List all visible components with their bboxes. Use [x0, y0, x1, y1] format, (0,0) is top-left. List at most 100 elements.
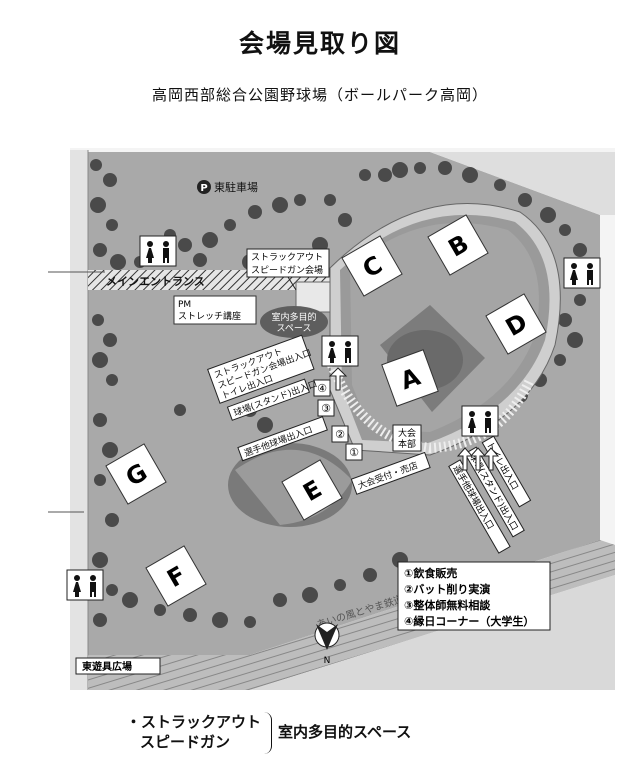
footer-right: 室内多目的スペース	[278, 723, 412, 741]
tree	[106, 219, 118, 231]
tree	[90, 159, 102, 171]
tree	[338, 213, 352, 227]
page-subtitle: 高岡西部総合公園野球場（ボールパーク高岡）	[151, 86, 488, 104]
zone-card-c: C	[341, 235, 403, 297]
tree	[93, 613, 107, 627]
east-plaza-label: 東遊具広場	[82, 660, 132, 673]
stretch-course-box	[173, 295, 257, 325]
tree	[183, 608, 197, 622]
footer-line1: ・ストラックアウト	[126, 713, 262, 731]
parking-icon	[197, 180, 211, 194]
tree	[573, 243, 587, 257]
tree	[106, 584, 118, 596]
tree	[272, 197, 288, 213]
tree	[558, 313, 572, 327]
tree	[559, 224, 571, 236]
tree	[193, 253, 207, 267]
tree	[103, 333, 117, 347]
tree	[106, 374, 118, 386]
tree	[554, 354, 566, 366]
zone-card-f: F	[145, 545, 207, 607]
restroom-icon	[66, 569, 104, 601]
tree	[363, 568, 377, 582]
hq-box	[392, 424, 422, 452]
restroom-icon	[321, 335, 359, 367]
tree	[494, 179, 506, 191]
zone-card-d: D	[485, 293, 547, 355]
tree	[567, 332, 583, 348]
legend-box	[397, 561, 551, 631]
railway-track	[88, 540, 615, 690]
tree	[324, 194, 336, 206]
main-entrance-label: メインエントランス	[106, 275, 205, 288]
tree	[378, 168, 392, 182]
tree-clusters	[90, 159, 598, 628]
tree	[103, 173, 117, 187]
tree	[93, 243, 107, 257]
hq-line1: 大会	[398, 427, 416, 439]
tree	[174, 404, 186, 416]
tree	[462, 167, 478, 183]
tree	[224, 219, 236, 231]
exit-label-left-box	[207, 334, 315, 404]
stand-number-label: ①	[349, 446, 359, 459]
tree	[154, 604, 166, 616]
tree	[110, 254, 126, 270]
tree	[212, 612, 228, 628]
legend-item-1: ①飲食販売	[404, 566, 457, 580]
stand-number-3: ③	[317, 399, 335, 417]
tree	[122, 592, 138, 608]
tree	[244, 616, 256, 628]
stand-number-label: ④	[317, 382, 327, 395]
tree	[90, 197, 106, 213]
tree	[294, 194, 306, 206]
footer-note: ・ストラックアウト スピードガン 室内多目的スペース	[126, 712, 411, 754]
struckout-venue-line2: スピードガン会場	[251, 264, 323, 276]
compass-icon: N	[314, 622, 340, 666]
multipurpose-line1: 室内多目的	[271, 311, 316, 323]
footer-line2: スピードガン	[140, 733, 231, 751]
east-plaza-box	[75, 657, 161, 675]
tree	[92, 314, 104, 326]
parking-east-label: 東駐車場	[214, 180, 258, 194]
tree	[257, 417, 273, 433]
compass-label: N	[324, 656, 331, 666]
tree	[438, 161, 452, 175]
stand-number-1: ①	[345, 443, 363, 461]
stand-number-4: ④	[313, 379, 331, 397]
zone-card-a: A	[381, 349, 439, 407]
tree	[92, 552, 108, 568]
tree	[178, 238, 192, 252]
multipurpose-space-area	[260, 306, 328, 338]
tree	[518, 193, 532, 207]
tree	[102, 442, 118, 458]
stand-number-label: ②	[335, 428, 345, 441]
restroom-icon	[139, 235, 177, 267]
struckout-venue-line1: ストラックアウト	[251, 252, 323, 263]
tree	[92, 352, 108, 368]
struckout-venue-box	[246, 248, 330, 278]
multipurpose-line2: スペース	[277, 324, 312, 334]
zone-card-b: B	[427, 214, 489, 276]
parking-symbol: P	[200, 183, 207, 194]
tree	[540, 207, 556, 223]
tree	[302, 587, 318, 603]
page-title: 会場見取り図	[238, 29, 401, 58]
tree	[334, 579, 346, 591]
player-entrance-left-box	[237, 416, 328, 462]
tree	[273, 593, 287, 607]
tree	[248, 205, 262, 219]
arrow-icon	[482, 447, 500, 471]
tree	[105, 513, 119, 527]
tree	[392, 162, 408, 178]
stand-number-label: ③	[321, 402, 331, 415]
restroom-icon	[563, 257, 601, 289]
stand-number-markers: ①②③ ④	[313, 379, 363, 461]
legend-item-3: ③整体師無料相談	[404, 598, 491, 612]
restroom-icon	[461, 405, 499, 437]
tree	[94, 474, 106, 486]
tree	[202, 232, 218, 248]
stand-number-2: ②	[331, 425, 349, 443]
